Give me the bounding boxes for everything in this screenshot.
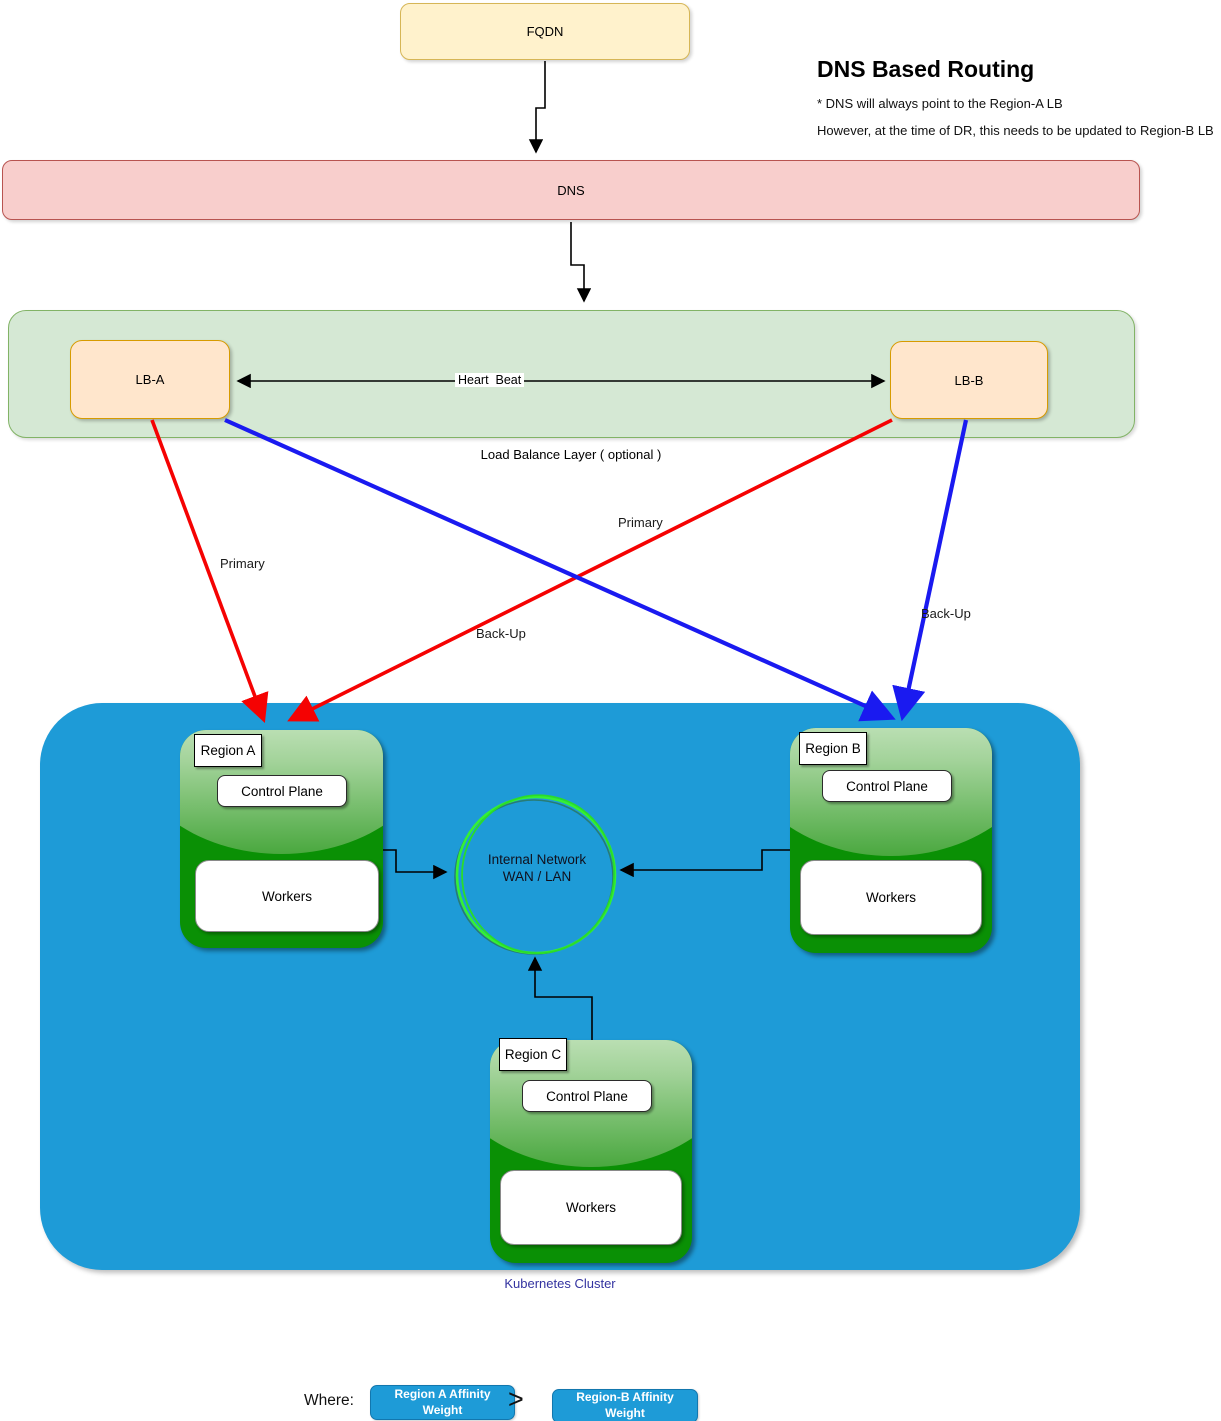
greater-than-operator: > <box>508 1384 524 1414</box>
lb-a-label: LB-A <box>135 372 165 387</box>
heartbeat-label: Heart Beat <box>455 373 525 387</box>
network-label-line1: Internal Network <box>487 852 587 867</box>
arrow-lba-backup-to-region-b <box>224 418 896 722</box>
region-c-tag: Region C <box>499 1038 567 1071</box>
region-a-workers: Workers <box>195 860 379 932</box>
fqdn-node: FQDN <box>400 3 690 60</box>
page-title: DNS Based Routing <box>817 56 1035 82</box>
lb-b-label: LB-B <box>954 372 984 388</box>
region-b-tag: Region B <box>799 732 867 765</box>
region-b-workers: Workers <box>800 860 982 935</box>
dns-node: DNS <box>2 160 1140 220</box>
region-c-node: Region C Control Plane Workers <box>490 1038 692 1263</box>
lb-b-node: LB-B <box>890 341 1048 419</box>
arrow-dns-to-lb <box>570 222 592 303</box>
arrow-lbb-primary <box>892 419 969 722</box>
backup-label-b: Back-Up <box>921 606 971 621</box>
region-a-control-plane: Control Plane <box>217 775 347 807</box>
lb-layer-caption: Load Balance Layer ( optional ) <box>480 447 662 462</box>
lb-a-node: LB-A <box>70 340 230 419</box>
region-a-affinity-weight-badge: Region A Affinity Weight <box>370 1385 515 1420</box>
kubernetes-cluster-caption: Kubernetes Cluster <box>504 1276 616 1291</box>
region-a-node: Region A Control Plane Workers <box>180 730 383 948</box>
region-a-tag: Region A <box>194 734 262 767</box>
arrow-lbb-backup-to-region-a <box>287 418 893 722</box>
backup-label-a: Back-Up <box>476 626 526 641</box>
title-note-2: However, at the time of DR, this needs t… <box>817 123 1214 138</box>
primary-label-a: Primary <box>220 556 265 571</box>
arrow-fqdn-to-dns <box>528 61 546 154</box>
region-c-workers: Workers <box>500 1170 682 1245</box>
network-label-line2: WAN / LAN <box>502 868 572 884</box>
region-b-affinity-weight-badge: Region-B Affinity Weight <box>552 1389 698 1421</box>
region-b-control-plane: Control Plane <box>822 770 952 802</box>
region-b-node: Region B Control Plane Workers <box>790 728 992 953</box>
title-note-1: * DNS will always point to the Region-A … <box>817 96 1063 111</box>
where-label: Where: <box>304 1392 354 1409</box>
fqdn-label: FQDN <box>526 24 564 39</box>
dns-label: DNS <box>557 182 585 198</box>
network-label: Internal Network WAN / LAN <box>462 852 612 886</box>
region-c-control-plane: Control Plane <box>522 1080 652 1112</box>
primary-label-b: Primary <box>618 515 663 530</box>
